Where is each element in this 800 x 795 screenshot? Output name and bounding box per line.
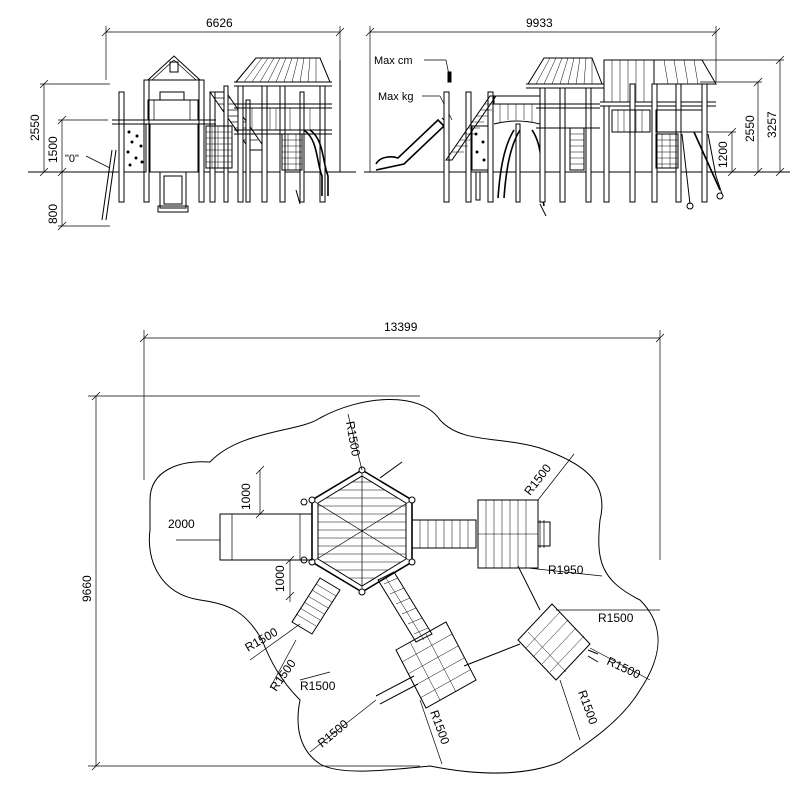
radius-label: R1500 (315, 717, 351, 751)
tower-5-elevation (600, 59, 724, 210)
tower-1-elevation (101, 55, 267, 221)
radius-label: R1500 (521, 461, 554, 498)
dim-6626: 6626 (206, 16, 233, 30)
dim-1500-left: 1500 (46, 136, 60, 163)
dim-2550-right: 2550 (743, 115, 757, 142)
radius-label: R1500 (605, 654, 643, 682)
radius-label: R1500 (598, 611, 634, 625)
dim-3257-right: 3257 (765, 111, 779, 138)
stairs-sw-plan (291, 577, 341, 635)
dim-1200-right: 1200 (716, 141, 730, 168)
radius-label: R1500 (427, 708, 452, 746)
square-tower-s-plan (375, 621, 521, 709)
radius-label: R1500 (300, 679, 336, 693)
radius-label: R1500 (243, 625, 281, 655)
right-elevation: 9933 Max cm Max kg 3257 2550 1200 (364, 16, 790, 217)
left-elevation: 6626 2550 1500 800 "0" (28, 16, 356, 231)
dim-9933: 9933 (526, 16, 553, 30)
hex-tower-plan (300, 461, 416, 596)
tower-2-elevation (234, 57, 341, 205)
radius-r1950: R1950 (548, 563, 584, 577)
dim-9660: 9660 (80, 575, 94, 602)
label-max-cm: Max cm (374, 55, 413, 67)
safety-zone-outline (148, 399, 659, 774)
dim-2550-left: 2550 (28, 114, 42, 141)
tower-3-elevation (443, 91, 547, 217)
climbing-holds (126, 130, 144, 167)
radius-label: R1500 (575, 688, 600, 726)
dim-zero-left: "0" (65, 153, 79, 165)
slide-plan: 1000 1000 2000 (168, 465, 313, 602)
bridge-plan (411, 519, 477, 549)
radius-label: R1500 (343, 420, 363, 458)
plan-view: 13399 9660 (80, 320, 665, 774)
square-tower-se-plan (517, 565, 599, 681)
open-slide-elevation (375, 117, 449, 171)
tower-4-elevation (526, 57, 604, 203)
dim-13399: 13399 (384, 320, 418, 334)
dim-slide-2000: 2000 (168, 517, 195, 531)
label-max-kg: Max kg (378, 91, 413, 103)
square-tower-ne-plan (477, 499, 551, 569)
dim-slide-1000-bottom: 1000 (273, 565, 287, 592)
dim-slide-1000-top: 1000 (239, 483, 253, 510)
net-bridge-plan (377, 571, 433, 643)
dim-800-left: 800 (46, 204, 60, 224)
